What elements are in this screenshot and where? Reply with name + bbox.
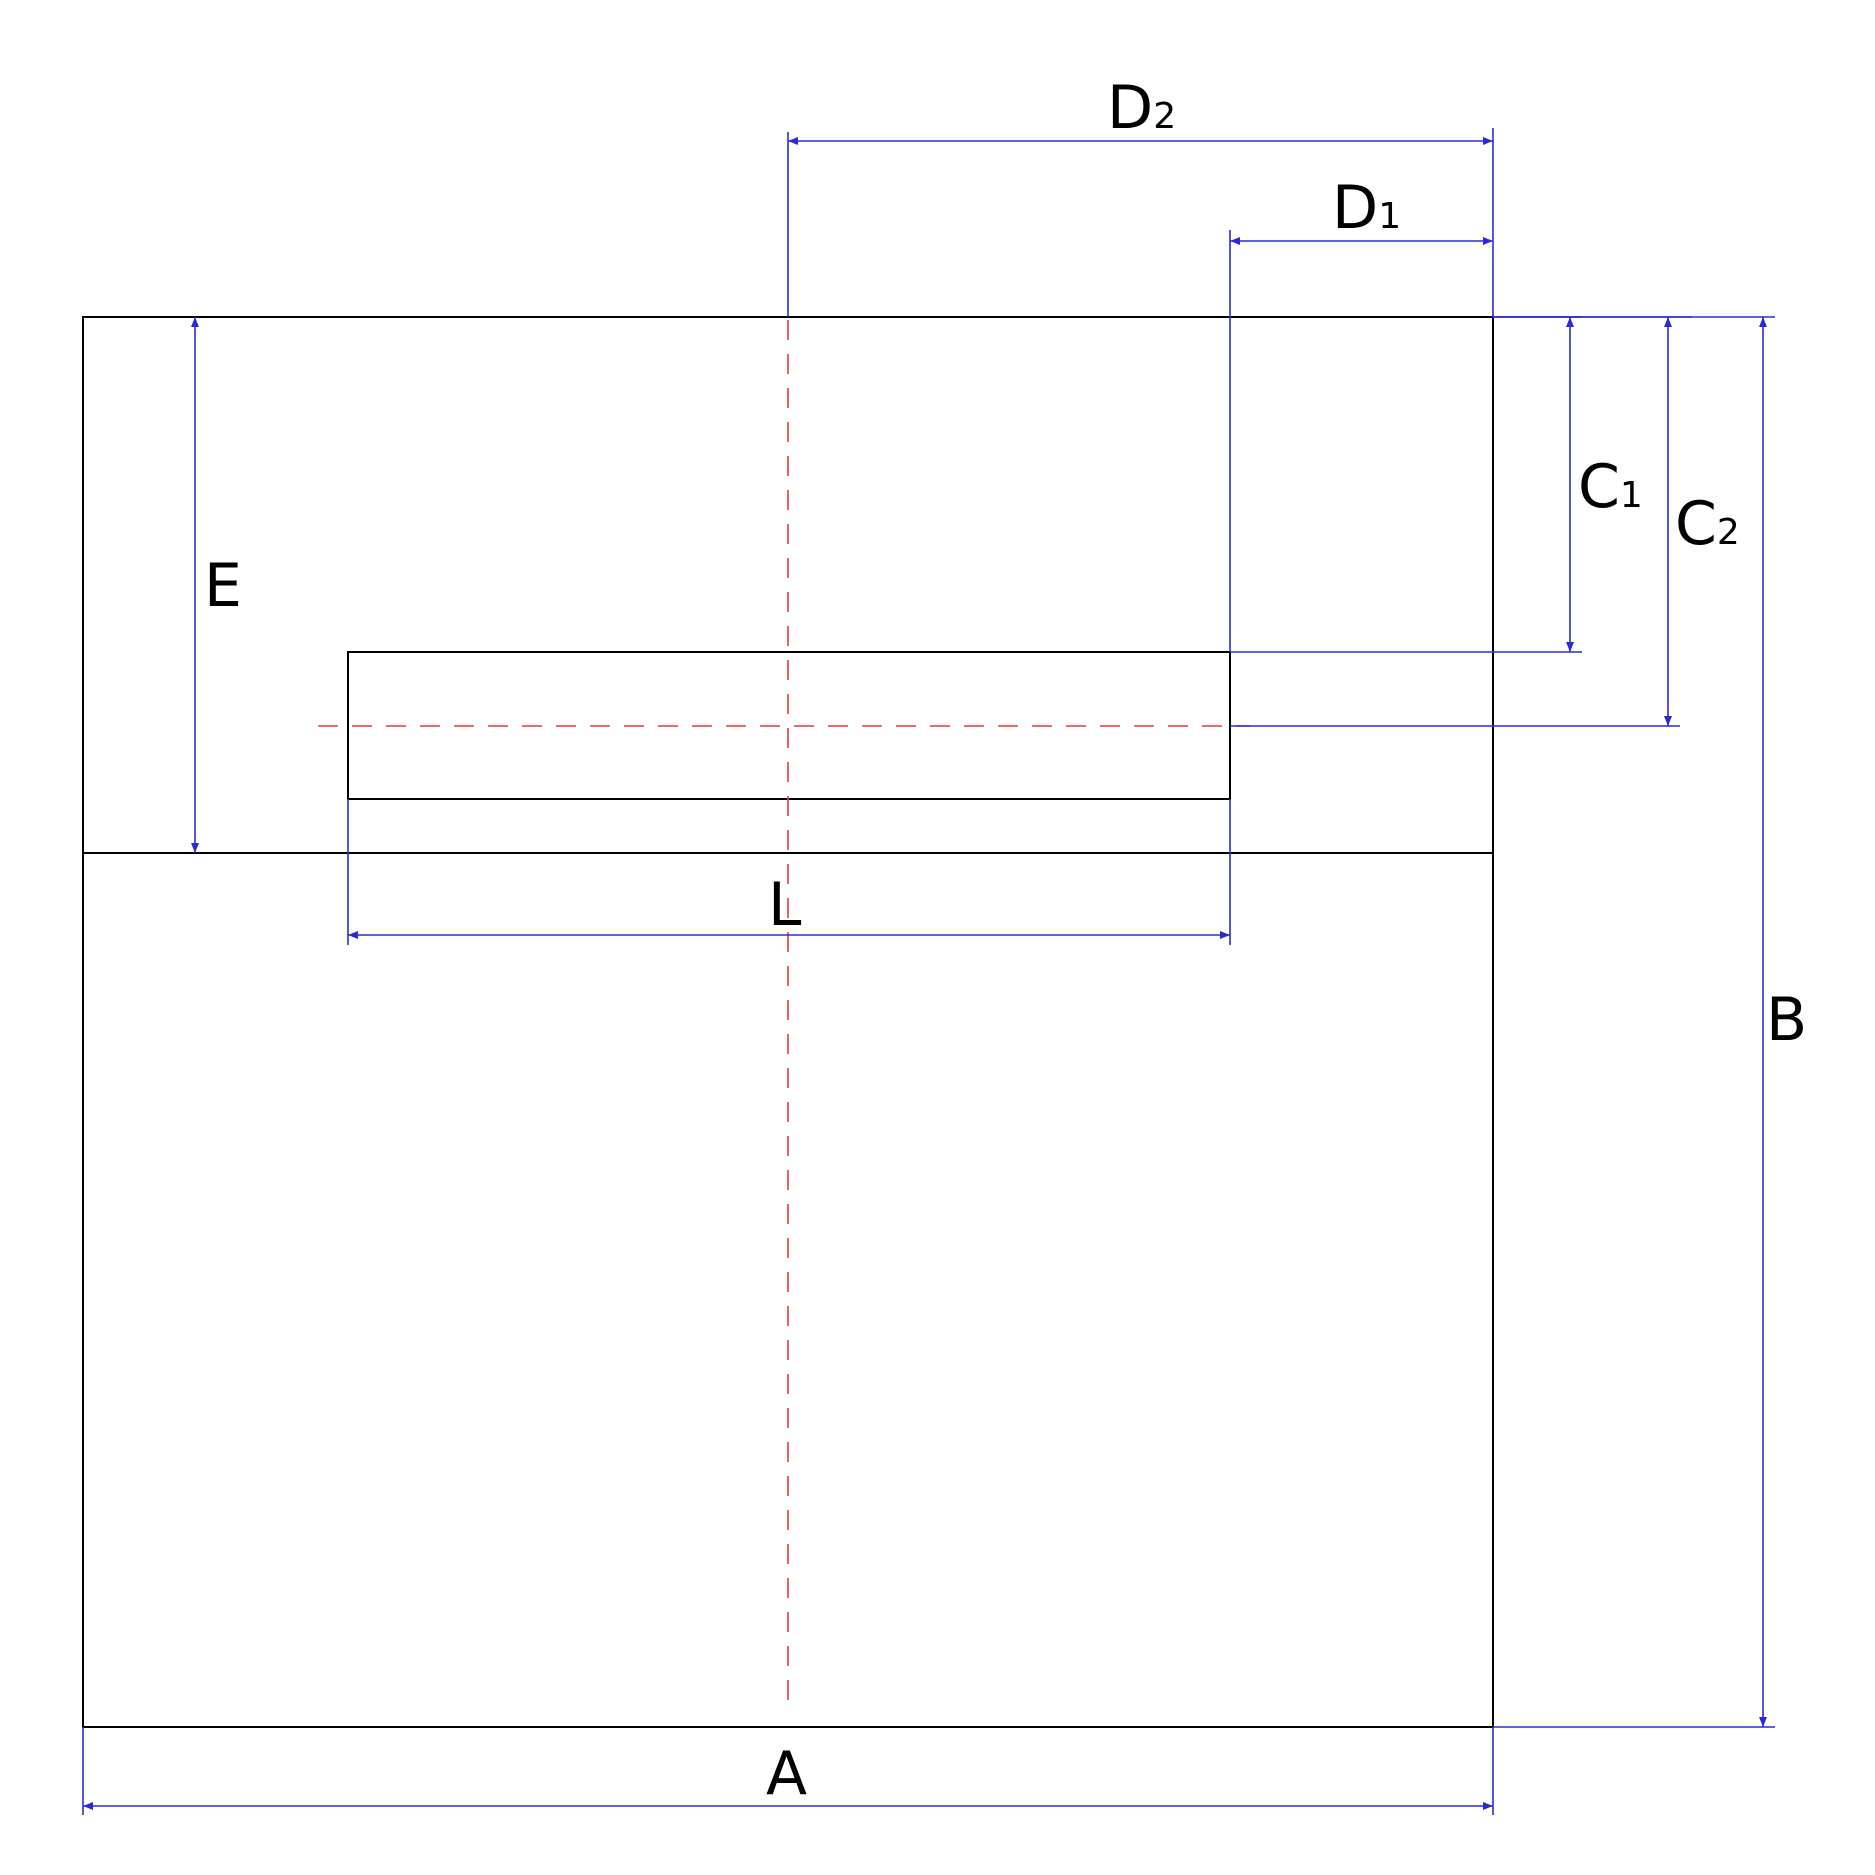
label-c1-main: C [1578,452,1620,522]
label-d1-main: D [1332,173,1378,243]
label-c2: C2 [1675,489,1740,559]
label-d2-main: D [1107,73,1153,143]
l-arrow-right [1220,931,1230,939]
b-arrow-bottom [1759,1717,1767,1727]
slot-rectangle [347,651,1231,800]
c1-arrow-top [1566,317,1574,327]
d2-arrow-right [1483,137,1493,145]
label-c1-sub: 1 [1620,475,1643,516]
label-e: E [204,551,242,621]
a-arrow-left [83,1802,93,1810]
e-arrow-top [191,317,199,327]
b-arrow-top [1759,317,1767,327]
d1-arrow-left [1230,237,1240,245]
a-arrow-right [1483,1802,1493,1810]
arrowheads [83,137,1767,1810]
dimension-lines [82,128,1775,1815]
label-l: L [768,870,802,940]
label-c1: C1 [1578,452,1643,522]
c2-arrow-bottom [1664,716,1672,726]
label-d1: D1 [1332,173,1401,243]
label-c2-sub: 2 [1717,512,1740,553]
l-arrow-left [348,931,358,939]
e-arrow-bottom [191,843,199,853]
dimension-labels: D2 D1 C1 C2 B E L A [204,73,1807,1809]
label-d2-sub: 2 [1153,96,1176,137]
d2-arrow-left [788,137,798,145]
label-d1-sub: 1 [1378,196,1401,237]
c2-arrow-top [1664,317,1672,327]
center-lines [318,320,1250,1705]
c1-arrow-bottom [1566,642,1574,652]
label-a: A [766,1739,807,1809]
label-d2: D2 [1107,73,1176,143]
label-c2-main: C [1675,489,1717,559]
d1-arrow-right [1483,237,1493,245]
label-b: B [1766,985,1807,1055]
